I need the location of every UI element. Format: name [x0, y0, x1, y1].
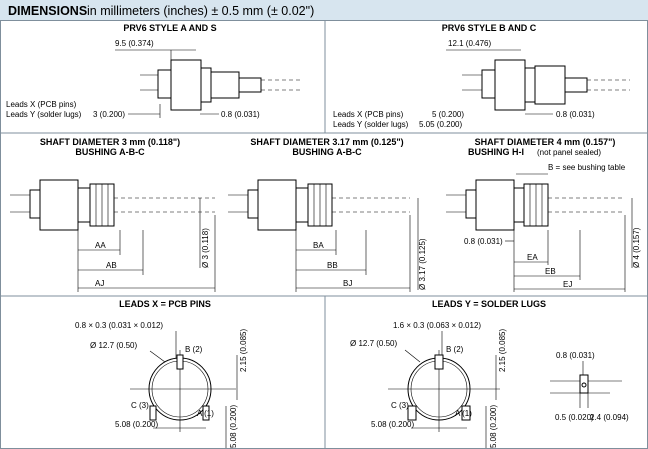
shaft1-d3: AJ	[95, 279, 104, 288]
shaft-3mm-section: SHAFT DIAMETER 3 mm (0.118") BUSHING A-B…	[10, 137, 216, 292]
leads-x-dim-h: 5.08 (0.200)	[115, 420, 158, 429]
shaft2-title-2: BUSHING A-B-C	[292, 147, 362, 157]
leads-x-pin-a	[202, 405, 210, 421]
shaft1-title-1: SHAFT DIAMETER 3 mm (0.118")	[40, 137, 180, 147]
shaft-317mm-section: SHAFT DIAMETER 3.17 mm (0.125") BUSHING …	[228, 137, 427, 292]
style-a-s-dim-top: 9.5 (0.374)	[115, 39, 154, 48]
style-a-s-title: PRV6 STYLE A AND S	[123, 23, 216, 33]
leads-x-dia: Ø 12.7 (0.50)	[90, 341, 137, 350]
shaft3-dia: Ø 4 (0.157)	[632, 227, 641, 268]
shaft2-body	[257, 179, 297, 231]
leads-x-a: A (1)	[197, 409, 214, 418]
header-band	[0, 0, 648, 20]
leads-y-lug-c	[407, 405, 417, 421]
style-a-s-leads-x: Leads X (PCB pins)	[6, 100, 77, 109]
shaft3-title-2: BUSHING H-I	[468, 147, 524, 157]
shaft3-title-1: SHAFT DIAMETER 4 mm (0.157")	[475, 137, 616, 147]
leads-x-dim-v1: 2.15 (0.085)	[239, 329, 248, 372]
style-b-c-title: PRV6 STYLE B AND C	[442, 23, 537, 33]
shaft3-d2: EB	[545, 267, 556, 276]
shaft2-d3: BJ	[343, 279, 352, 288]
leads-y-dim-h: 5.08 (0.200)	[371, 420, 414, 429]
shaft3-bushing-note: B = see bushing table	[548, 163, 626, 172]
shaft2-title-1: SHAFT DIAMETER 3.17 mm (0.125")	[250, 137, 403, 147]
leads-y-detail-r: 2.4 (0.094)	[590, 413, 629, 422]
lug-detail: 0.8 (0.031) 0.5 (0.020) 2.4 (0.094)	[550, 351, 629, 422]
leads-y-lug-a	[461, 405, 471, 421]
leads-x-pin-b	[176, 354, 184, 370]
style-b-c-leads-y: Leads Y (solder lugs)	[333, 120, 409, 129]
shaft2-dia: Ø 3.17 (0.125)	[418, 238, 427, 290]
leads-y-dia: Ø 12.7 (0.50)	[350, 339, 397, 348]
leads-y-section: LEADS Y = SOLDER LUGS 1.6 × 0.3 (0.063 ×…	[350, 299, 629, 448]
page-title: DIMENSIONS	[8, 4, 87, 18]
leads-x-title: LEADS X = PCB PINS	[119, 299, 211, 309]
shaft3-d3: EJ	[563, 280, 572, 289]
shaft2-d1: BA	[313, 241, 324, 250]
shaft1-title-2: BUSHING A-B-C	[75, 147, 145, 157]
leads-y-lugs: 1.6 × 0.3 (0.063 × 0.012)	[393, 321, 481, 330]
page-subtitle: in millimeters (inches) ± 0.5 mm (± 0.02…	[87, 4, 314, 18]
leads-x-dim-v2: 5.08 (0.200)	[229, 405, 238, 448]
leads-y-title: LEADS Y = SOLDER LUGS	[432, 299, 546, 309]
leads-y-lug-b	[434, 354, 444, 370]
leads-x-pins: 0.8 × 0.3 (0.031 × 0.012)	[75, 321, 163, 330]
shaft3-title-note: (not panel sealed)	[537, 148, 601, 157]
leads-y-dim-v1: 2.15 (0.085)	[498, 329, 507, 372]
shaft1-d2: AB	[106, 261, 117, 270]
shaft1-body	[39, 179, 79, 231]
leads-x-section: LEADS X = PCB PINS 0.8 × 0.3 (0.031 × 0.…	[75, 299, 248, 448]
leads-x-c: C (3)	[131, 401, 149, 410]
leads-y-detail-l: 0.5 (0.020)	[555, 413, 594, 422]
leads-y-dim-v2: 5.08 (0.200)	[489, 405, 498, 448]
style-a-s-val-y: 3 (0.200)	[93, 110, 125, 119]
style-b-c-dim-top: 12.1 (0.476)	[448, 39, 491, 48]
style-a-s-dim-right: 0.8 (0.031)	[221, 110, 260, 119]
style-a-s-body	[170, 59, 202, 111]
style-b-c-body	[494, 59, 526, 111]
leads-y-c: C (3)	[391, 401, 409, 410]
leads-y-detail-top: 0.8 (0.031)	[556, 351, 595, 360]
leads-y-b: B (2)	[446, 345, 464, 354]
leads-x-b: B (2)	[185, 345, 203, 354]
style-b-c-dim-right: 0.8 (0.031)	[556, 110, 595, 119]
shaft3-dim-left: 0.8 (0.031)	[464, 237, 503, 246]
leads-x-pin-c	[149, 405, 157, 421]
shaft3-d1: EA	[527, 253, 538, 262]
style-b-c-leads-x: Leads X (PCB pins)	[333, 110, 404, 119]
style-a-s-section: PRV6 STYLE A AND S 9.5 (0.374) Leads X (…	[6, 23, 300, 119]
leads-y-a: A (1)	[455, 409, 472, 418]
style-a-s-leads-y: Leads Y (solder lugs)	[6, 110, 82, 119]
shaft1-dia: Ø 3 (0.118)	[201, 228, 210, 268]
style-b-c-section: PRV6 STYLE B AND C 12.1 (0.476) Leads X …	[333, 23, 630, 129]
shaft2-d2: BB	[327, 261, 338, 270]
shaft1-d1: AA	[95, 241, 106, 250]
shaft-4mm-section: SHAFT DIAMETER 4 mm (0.157") BUSHING H-I…	[446, 137, 641, 292]
style-b-c-val-y: 5.05 (0.200)	[419, 120, 462, 129]
shaft3-body	[475, 179, 515, 231]
style-b-c-val-x: 5 (0.200)	[432, 110, 464, 119]
